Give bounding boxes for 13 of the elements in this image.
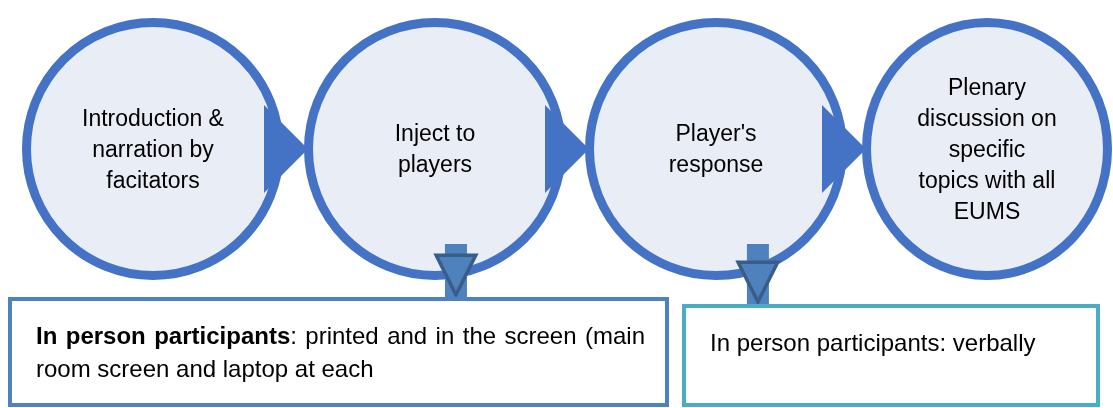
- step-label: Plenary discussion on specific topics with all EUMS: [916, 72, 1058, 226]
- arrow: [822, 105, 866, 193]
- note-text: In person participants: printed and in the screen (main room screen and laptop at each: [35, 321, 646, 384]
- note-text: In person participants: verbally: [709, 328, 1037, 358]
- step-label: Player's response: [667, 119, 765, 179]
- note-box: [682, 304, 1100, 407]
- arrow: [264, 105, 308, 193]
- arrow: [545, 105, 589, 193]
- arrow: [434, 244, 478, 297]
- arrow: [736, 244, 780, 304]
- step-label: Inject to players: [393, 119, 477, 179]
- step-label: Introduction & narration by facitators: [81, 103, 225, 195]
- note-box: [8, 297, 669, 407]
